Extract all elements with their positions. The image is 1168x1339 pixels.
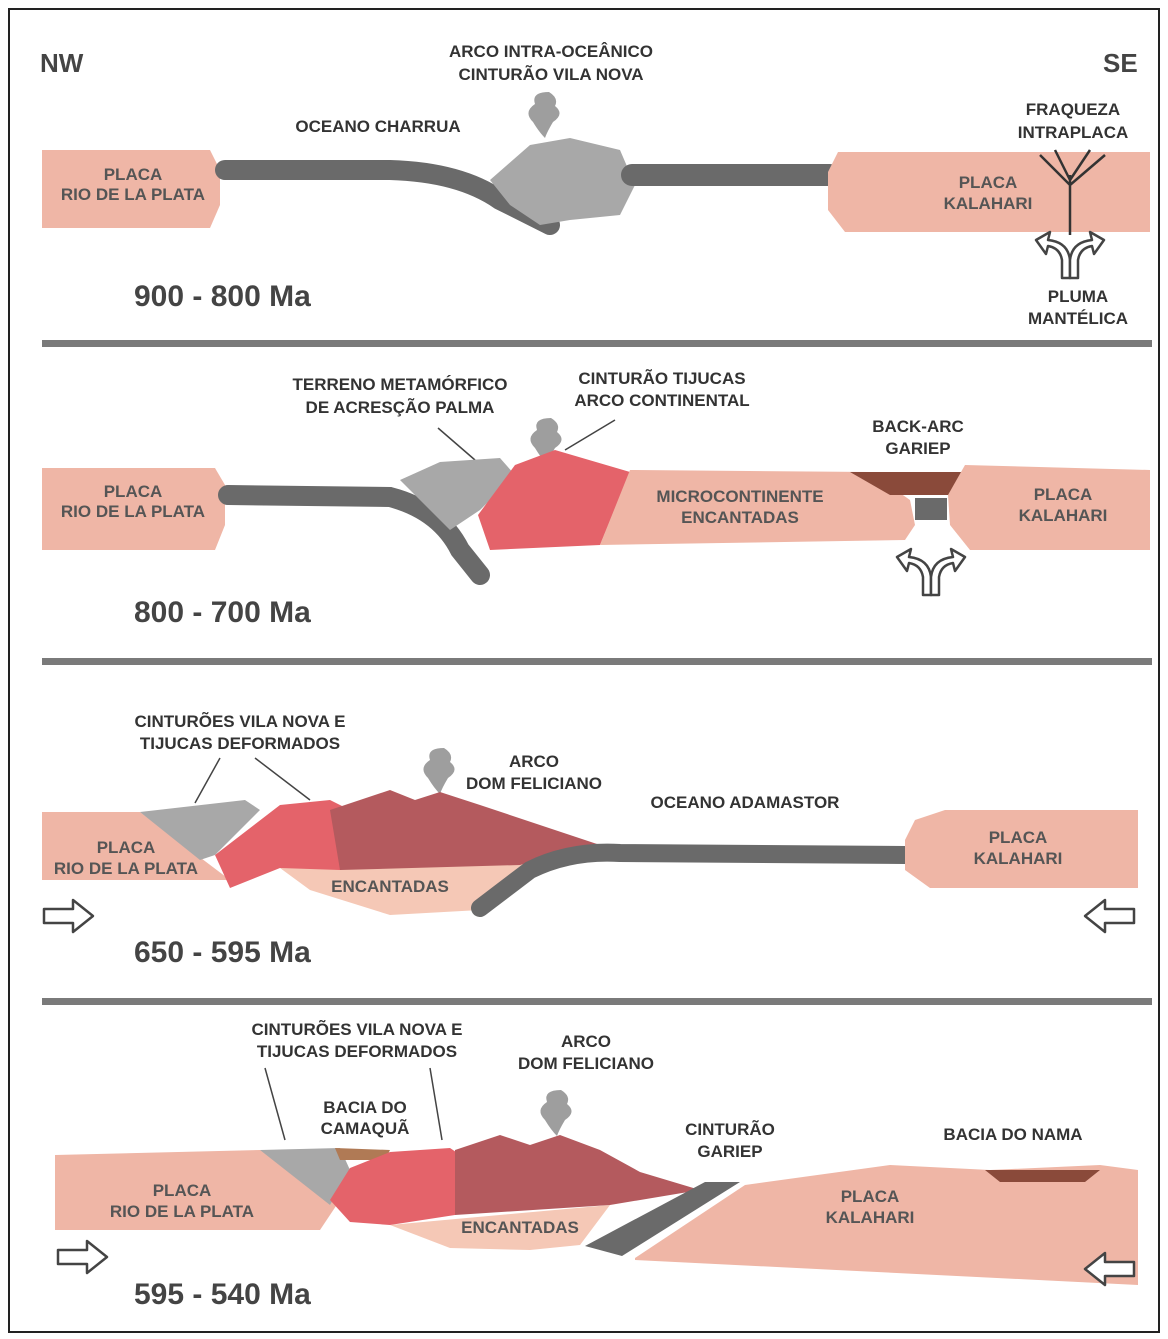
plume-label-line2: MANTÉLICA [1028,309,1128,328]
arc-label-line2: DOM FELICIANO [466,774,602,793]
volcanic-plume-icon [423,748,454,794]
age-label: 800 - 700 Ma [134,596,311,629]
se-label: SE [1103,48,1138,78]
belts-leader-right [255,758,310,800]
panel-4: CINTURÕES VILA NOVA E TIJUCAS DEFORMADOS… [55,1019,1138,1311]
camaqua-label-line2: CAMAQUÃ [321,1118,410,1138]
micro-label-line2: ENCANTADAS [681,508,799,527]
panel-3: CINTURÕES VILA NOVA E TIJUCAS DEFORMADOS… [42,711,1138,969]
plate-ka-label-line2: KALAHARI [944,194,1033,213]
camaqua-label-line1: BACIA DO [323,1098,406,1117]
belts-leader-right [430,1068,442,1140]
plate-ka-label-line2: KALAHARI [1019,506,1108,525]
gariep-label-line1: CINTURÃO [685,1119,775,1139]
plume-arrow-left-icon [1036,232,1070,278]
belts-leader-left [195,758,220,803]
tijucas-leader-line [565,420,615,450]
ocean-adamastor-label: OCEANO ADAMASTOR [651,793,840,812]
spreading-arrow-right-icon [931,549,965,595]
volcanic-plume-icon [528,92,559,138]
tijucas-label-line1: CINTURÃO TIJUCAS [578,368,745,388]
plate-rp-label-line1: PLACA [153,1181,212,1200]
terrane-label-line2: DE ACRESÇÃO PALMA [306,397,495,417]
tijucas-label-line2: ARCO CONTINENTAL [574,391,749,410]
plate-rp-label-line1: PLACA [104,482,163,501]
age-label: 650 - 595 Ma [134,936,311,969]
plate-rp-label-line2: RIO DE LA PLATA [54,859,198,878]
encantadas-label: ENCANTADAS [331,877,449,896]
plate-ka-label-line1: PLACA [989,828,1048,847]
plume-arrow-right-icon [1070,232,1104,278]
terrane-leader-line [438,428,475,460]
tectonic-diagram: NW SE ARCO INTRA-OCEÂNICO CINTURÃO VILA … [10,10,1162,1335]
plate-rp-label-line1: PLACA [97,838,156,857]
subducting-slab [480,853,905,908]
plate-rp-label-line2: RIO DE LA PLATA [110,1202,254,1221]
figure-frame: NW SE ARCO INTRA-OCEÂNICO CINTURÃO VILA … [8,8,1160,1333]
arc-label-line1: ARCO INTRA-OCEÂNICO [449,42,653,61]
belts-label-line1: CINTURÕES VILA NOVA E [252,1019,463,1039]
plate-ka-label-line2: KALAHARI [974,849,1063,868]
weakness-label-line2: INTRAPLACA [1018,123,1129,142]
belts-label-line2: TIJUCAS DEFORMADOS [257,1042,457,1061]
panel-divider [42,658,1152,665]
plate-ka-label-line1: PLACA [959,173,1018,192]
spreading-arrow-left-icon [897,549,931,595]
plate-ka-label-line2: KALAHARI [826,1208,915,1227]
dom-feliciano-arc [455,1135,700,1215]
push-arrow-right-icon [44,900,93,932]
plate-ka-label-line1: PLACA [1034,485,1093,504]
push-arrow-left-icon [1085,900,1134,932]
age-label: 900 - 800 Ma [134,280,311,313]
weakness-label-line1: FRAQUEZA [1026,100,1120,119]
terrane-label-line1: TERRENO METAMÓRFICO [292,375,507,394]
panel-1: NW SE ARCO INTRA-OCEÂNICO CINTURÃO VILA … [40,42,1150,328]
plate-rp-label-line2: RIO DE LA PLATA [61,502,205,521]
ocean-charrua-label: OCEANO CHARRUA [295,117,460,136]
plate-rp-label-line1: PLACA [104,165,163,184]
belts-leader-left [265,1068,285,1140]
gariep-label-line2: GARIEP [697,1142,762,1161]
nama-basin [985,1170,1100,1182]
arc-label-line1: ARCO [509,752,559,771]
backarc-label-line1: BACK-ARC [872,417,964,436]
panel-2: TERRENO METAMÓRFICO DE ACRESÇÃO PALMA CI… [42,368,1150,629]
arc-label-line2: DOM FELICIANO [518,1054,654,1073]
kalahari-plate [828,152,1150,232]
panel-divider [42,340,1152,347]
belts-label-line2: TIJUCAS DEFORMADOS [140,734,340,753]
plate-ka-label-line1: PLACA [841,1187,900,1206]
arc-label-line2: CINTURÃO VILA NOVA [458,64,643,84]
plume-label-line1: PLUMA [1048,287,1108,306]
micro-label-line1: MICROCONTINENTE [656,487,823,506]
backarc-label-line2: GARIEP [885,439,950,458]
backarc-ocean-floor [915,498,947,520]
nw-label: NW [40,48,84,78]
nama-label: BACIA DO NAMA [943,1125,1082,1144]
panel-divider [42,998,1152,1005]
belts-label-line1: CINTURÕES VILA NOVA E [135,711,346,731]
arc-label-line1: ARCO [561,1032,611,1051]
age-label: 595 - 540 Ma [134,1278,311,1311]
encantadas-label: ENCANTADAS [461,1218,579,1237]
plate-rp-label-line2: RIO DE LA PLATA [61,185,205,204]
push-arrow-right-icon [58,1241,107,1273]
volcanic-plume-icon [540,1090,571,1136]
